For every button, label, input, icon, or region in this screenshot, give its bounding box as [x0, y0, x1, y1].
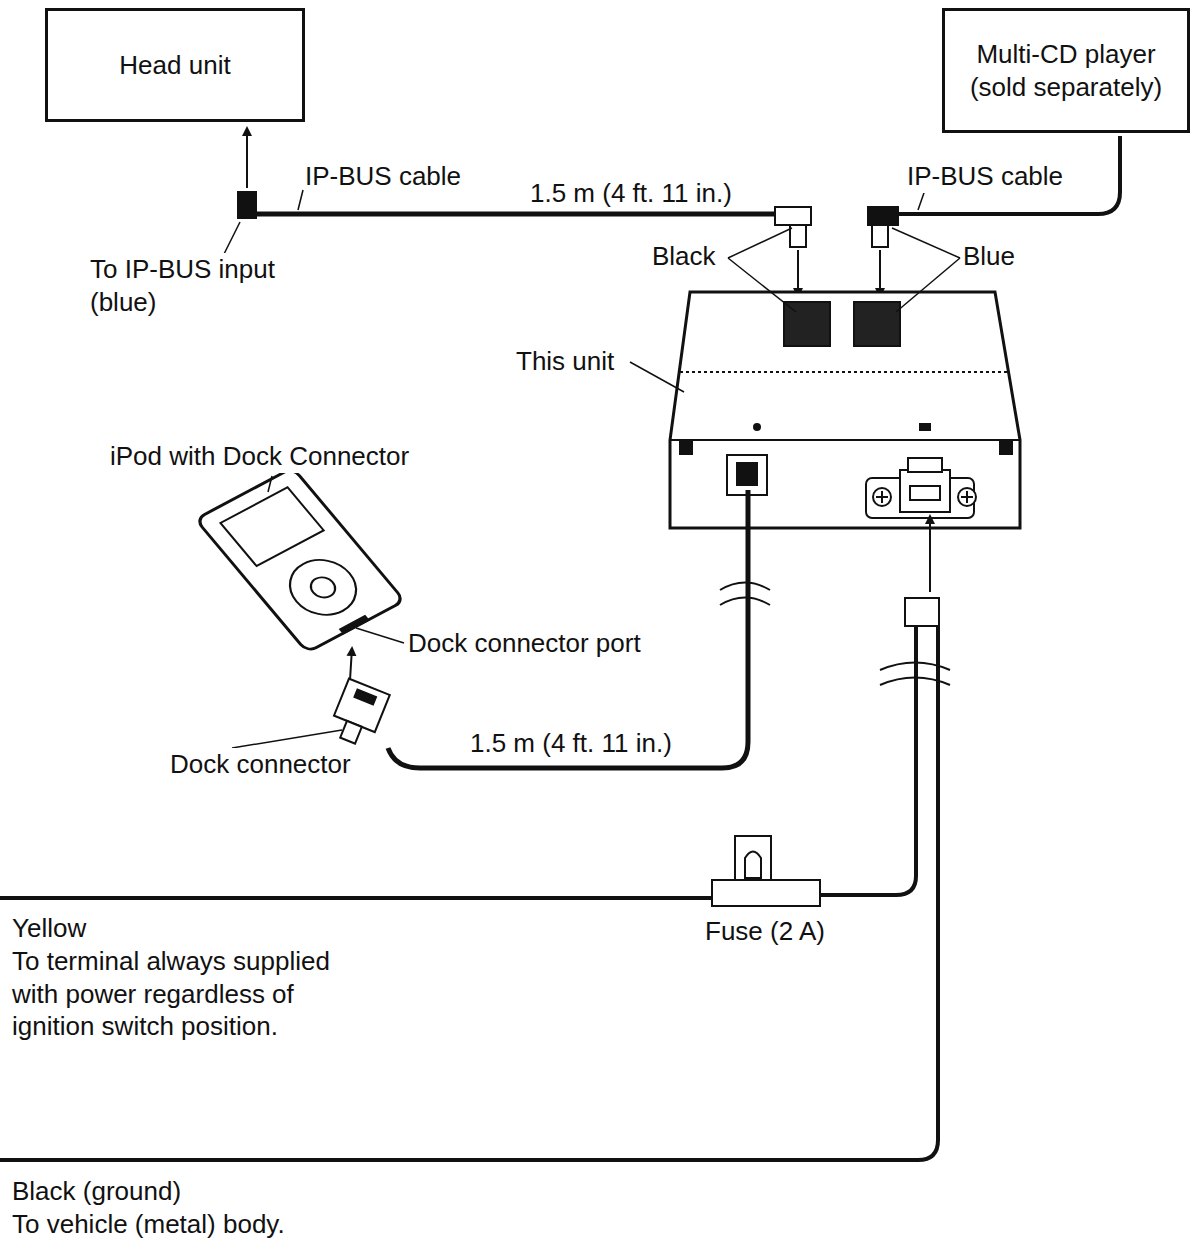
connector-label: Dock connector	[170, 748, 351, 781]
cable-label: IP-BUS cable	[305, 160, 461, 193]
wire-note: To terminal always supplied with power r…	[12, 945, 372, 1043]
length-label: 1.5 m (4 ft. 11 in.)	[470, 727, 672, 760]
ipod-label: iPod with Dock Connector	[110, 440, 409, 473]
cd-player-box: Multi-CD player (sold separately)	[942, 8, 1190, 133]
port-label: Dock connector port	[408, 627, 641, 660]
fuse-label: Fuse (2 A)	[705, 915, 825, 948]
plug-color-label: Blue	[963, 240, 1015, 273]
box-text: Multi-CD player (sold separately)	[959, 38, 1174, 103]
cable-label: IP-BUS cable	[907, 160, 1063, 193]
wire-color-label: Black (ground)	[12, 1175, 181, 1208]
head-unit-box: Head unit	[45, 8, 305, 122]
length-label: 1.5 m (4 ft. 11 in.)	[530, 177, 732, 210]
input-label: To IP-BUS input (blue)	[90, 253, 305, 318]
plug-color-label: Black	[652, 240, 716, 273]
box-text: Head unit	[119, 49, 230, 82]
wire-note: To vehicle (metal) body.	[12, 1208, 285, 1241]
wire-color-label: Yellow	[12, 912, 86, 945]
unit-label: This unit	[516, 345, 614, 378]
